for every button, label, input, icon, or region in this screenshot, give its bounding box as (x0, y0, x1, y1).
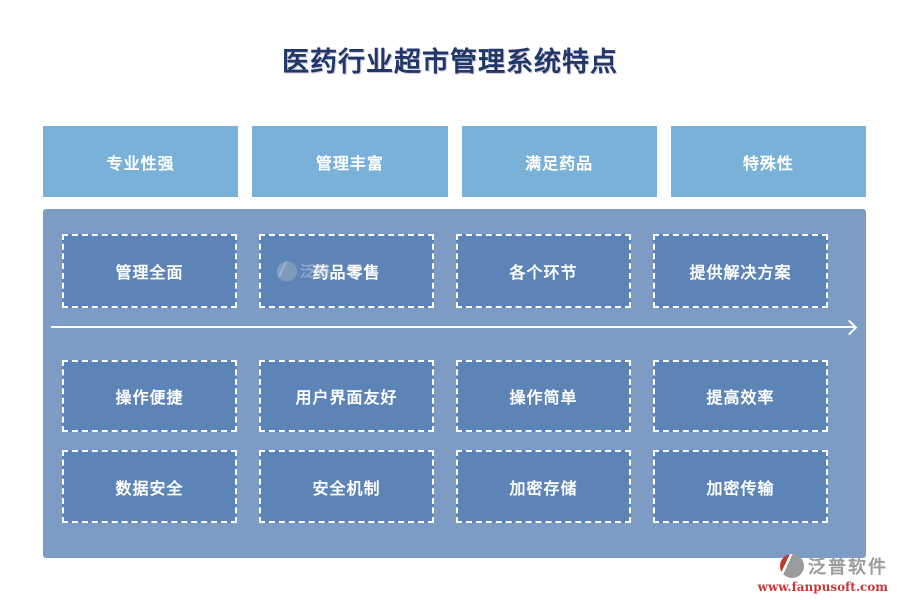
feature-box: 提供解决方案 (653, 234, 828, 308)
brand-url: www.fanpusoft.com (757, 580, 888, 594)
feature-box: 数据安全 (62, 450, 237, 523)
feature-row-3: 数据安全 安全机制 加密存储 加密传输 (62, 450, 828, 523)
feature-box: 加密传输 (653, 450, 828, 523)
brand-name: 泛普软件 (808, 557, 888, 578)
brand-logo-row: 泛普软件 (758, 553, 888, 579)
feature-row-2: 操作便捷 用户界面友好 操作简单 提高效率 (62, 360, 828, 432)
header-row: 专业性强 管理丰富 满足药品 特殊性 (43, 126, 866, 197)
right-arrow-divider (51, 326, 855, 328)
feature-box: 操作便捷 (62, 360, 237, 432)
header-box-management: 管理丰富 (252, 126, 448, 197)
feature-box: 操作简单 (456, 360, 631, 432)
feature-box: 各个环节 (456, 234, 631, 308)
feature-box: 加密存储 (456, 450, 631, 523)
header-box-special: 特殊性 (670, 126, 866, 197)
feature-box: 提高效率 (653, 360, 828, 432)
features-panel: 管理全面 泛普 药品零售 各个环节 提供解决方案 操作便捷 用户界面友好 操作简… (43, 209, 866, 558)
fanpu-logo-icon (780, 554, 804, 578)
feature-box: 用户界面友好 (259, 360, 434, 432)
brand-logo: 泛普软件 www.fanpusoft.com (758, 553, 888, 594)
page-title: 医药行业超市管理系统特点 (282, 47, 618, 78)
fanpu-watermark-icon (277, 261, 297, 281)
feature-box: 泛普 药品零售 (259, 234, 434, 308)
feature-row-1: 管理全面 泛普 药品零售 各个环节 提供解决方案 (62, 234, 828, 308)
feature-box-label: 药品零售 (312, 263, 381, 282)
header-box-medicine: 满足药品 (461, 126, 657, 197)
feature-box: 管理全面 (62, 234, 237, 308)
header-box-professional: 专业性强 (43, 126, 239, 197)
feature-box: 安全机制 (259, 450, 434, 523)
